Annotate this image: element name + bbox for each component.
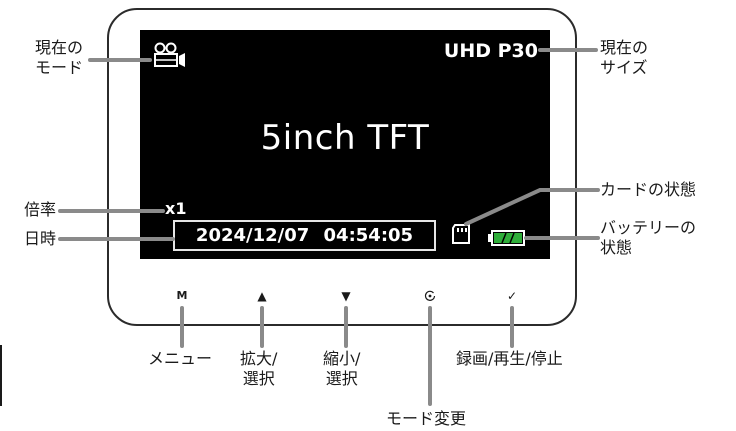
menu-label: メニュー xyxy=(148,349,213,368)
menu-button[interactable]: M xyxy=(176,289,188,302)
zoom-in-select-label-line1: 拡大/ xyxy=(240,349,278,368)
current-size-label-line2: サイズ xyxy=(600,58,648,77)
mode-button[interactable] xyxy=(418,284,442,308)
zoom-indicator: x1 xyxy=(165,199,187,218)
zoom-in-button[interactable]: ▲ xyxy=(257,289,267,303)
card-status-label: カードの状態 xyxy=(600,180,697,199)
zoom-in-select-label-line2: 選択 xyxy=(242,369,275,388)
current-size-label: 現在の サイズ xyxy=(600,38,648,78)
card-callout-line xyxy=(464,188,600,226)
date-time-label: 日時 xyxy=(24,229,57,248)
zoom-in-select-label: 拡大/ 選択 xyxy=(240,349,277,389)
zoom-out-select-label-line1: 縮小/ xyxy=(323,349,361,368)
rec-play-stop-label: 録画/再生/停止 xyxy=(456,349,563,368)
battery-status-label: バッテリーの 状態 xyxy=(600,218,696,258)
mode-change-label: モード変更 xyxy=(386,409,467,428)
screen-size-text: 5inch TFT xyxy=(260,118,430,158)
current-mode-label-line2: モード xyxy=(35,58,84,77)
datetime-display: 2024/12/07 04:54:05 xyxy=(173,220,436,251)
record-button[interactable]: ✓ xyxy=(506,289,518,303)
left-edge-line xyxy=(0,345,2,406)
zoom-out-select-label: 縮小/ 選択 xyxy=(323,349,360,389)
current-mode-label: 現在の モード xyxy=(35,38,83,78)
zoom-ratio-label: 倍率 xyxy=(24,200,57,219)
video-camera-mode-icon xyxy=(154,42,185,67)
current-mode-label-line1: 現在の xyxy=(35,38,84,57)
battery-status-label-line2: 状態 xyxy=(600,238,633,257)
zoom-out-button[interactable]: ▼ xyxy=(341,289,351,303)
battery-status-label-line1: バッテリーの xyxy=(600,218,697,237)
resolution-indicator: UHD P30 xyxy=(443,40,538,62)
current-size-label-line1: 現在の xyxy=(600,38,649,57)
zoom-out-select-label-line2: 選択 xyxy=(325,369,358,388)
mode-dial-icon xyxy=(424,290,436,301)
